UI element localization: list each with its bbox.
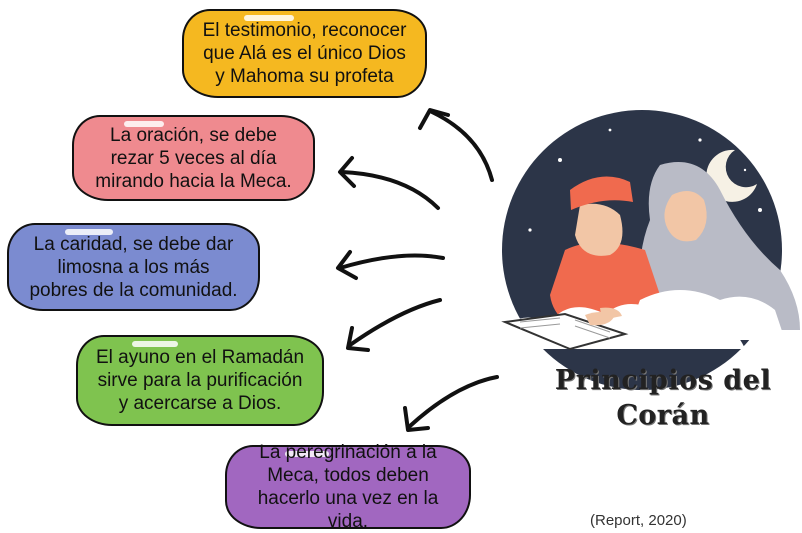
bubble-text: La oración, se debe rezar 5 veces al día… xyxy=(95,124,292,192)
bubble-text: La caridad, se debe dar limosna a los má… xyxy=(29,233,238,301)
highlight-shine xyxy=(65,229,113,235)
bubble-peregrinacion: La peregrinación a la Meca, todos deben … xyxy=(225,442,471,532)
arrow-to-oracion xyxy=(338,156,440,210)
citation: (Report, 2020) xyxy=(590,512,687,529)
bubble-oracion: La oración, se debe rezar 5 veces al día… xyxy=(72,115,315,201)
highlight-shine xyxy=(132,341,178,347)
illustration-icon xyxy=(484,110,800,390)
diagram-title: Principios del Corán xyxy=(554,365,772,431)
highlight-shine xyxy=(244,15,294,21)
arrow-to-ayuno xyxy=(346,298,442,352)
bubble-text: El testimonio, reconocer que Alá es el ú… xyxy=(202,20,407,87)
bubble-caridad: La caridad, se debe dar limosna a los má… xyxy=(7,223,260,311)
arrow-to-testimonio xyxy=(418,108,494,182)
bubble-text: La peregrinación a la Meca, todos deben … xyxy=(257,442,439,532)
bubble-ayuno: El ayuno en el Ramadán sirve para la pur… xyxy=(76,335,324,426)
highlight-shine xyxy=(285,451,329,457)
bubble-testimonio: El testimonio, reconocer que Alá es el ú… xyxy=(182,9,427,98)
arrow-to-peregrinacion xyxy=(403,375,499,432)
arrow-to-caridad xyxy=(336,250,445,280)
bubble-text: El ayuno en el Ramadán sirve para la pur… xyxy=(95,347,305,414)
highlight-shine xyxy=(124,121,164,127)
